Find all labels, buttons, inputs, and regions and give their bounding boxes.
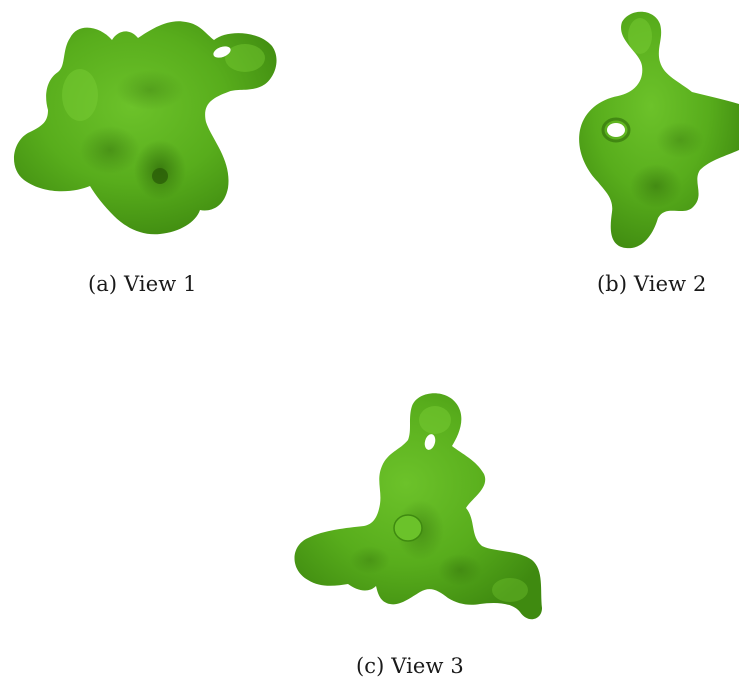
blob-render-view-2 (579, 11, 739, 249)
blob-render-view-1 (13, 21, 277, 235)
caption-view-2: (b) View 2 (597, 272, 707, 296)
figure-panel-view-1 (0, 0, 290, 250)
blob-render-view-3 (294, 393, 542, 620)
figure-panel-view-2 (560, 0, 739, 260)
caption-view-3: (c) View 3 (356, 654, 464, 678)
figure-panel-view-3 (280, 380, 550, 630)
caption-view-1: (a) View 1 (88, 272, 197, 296)
